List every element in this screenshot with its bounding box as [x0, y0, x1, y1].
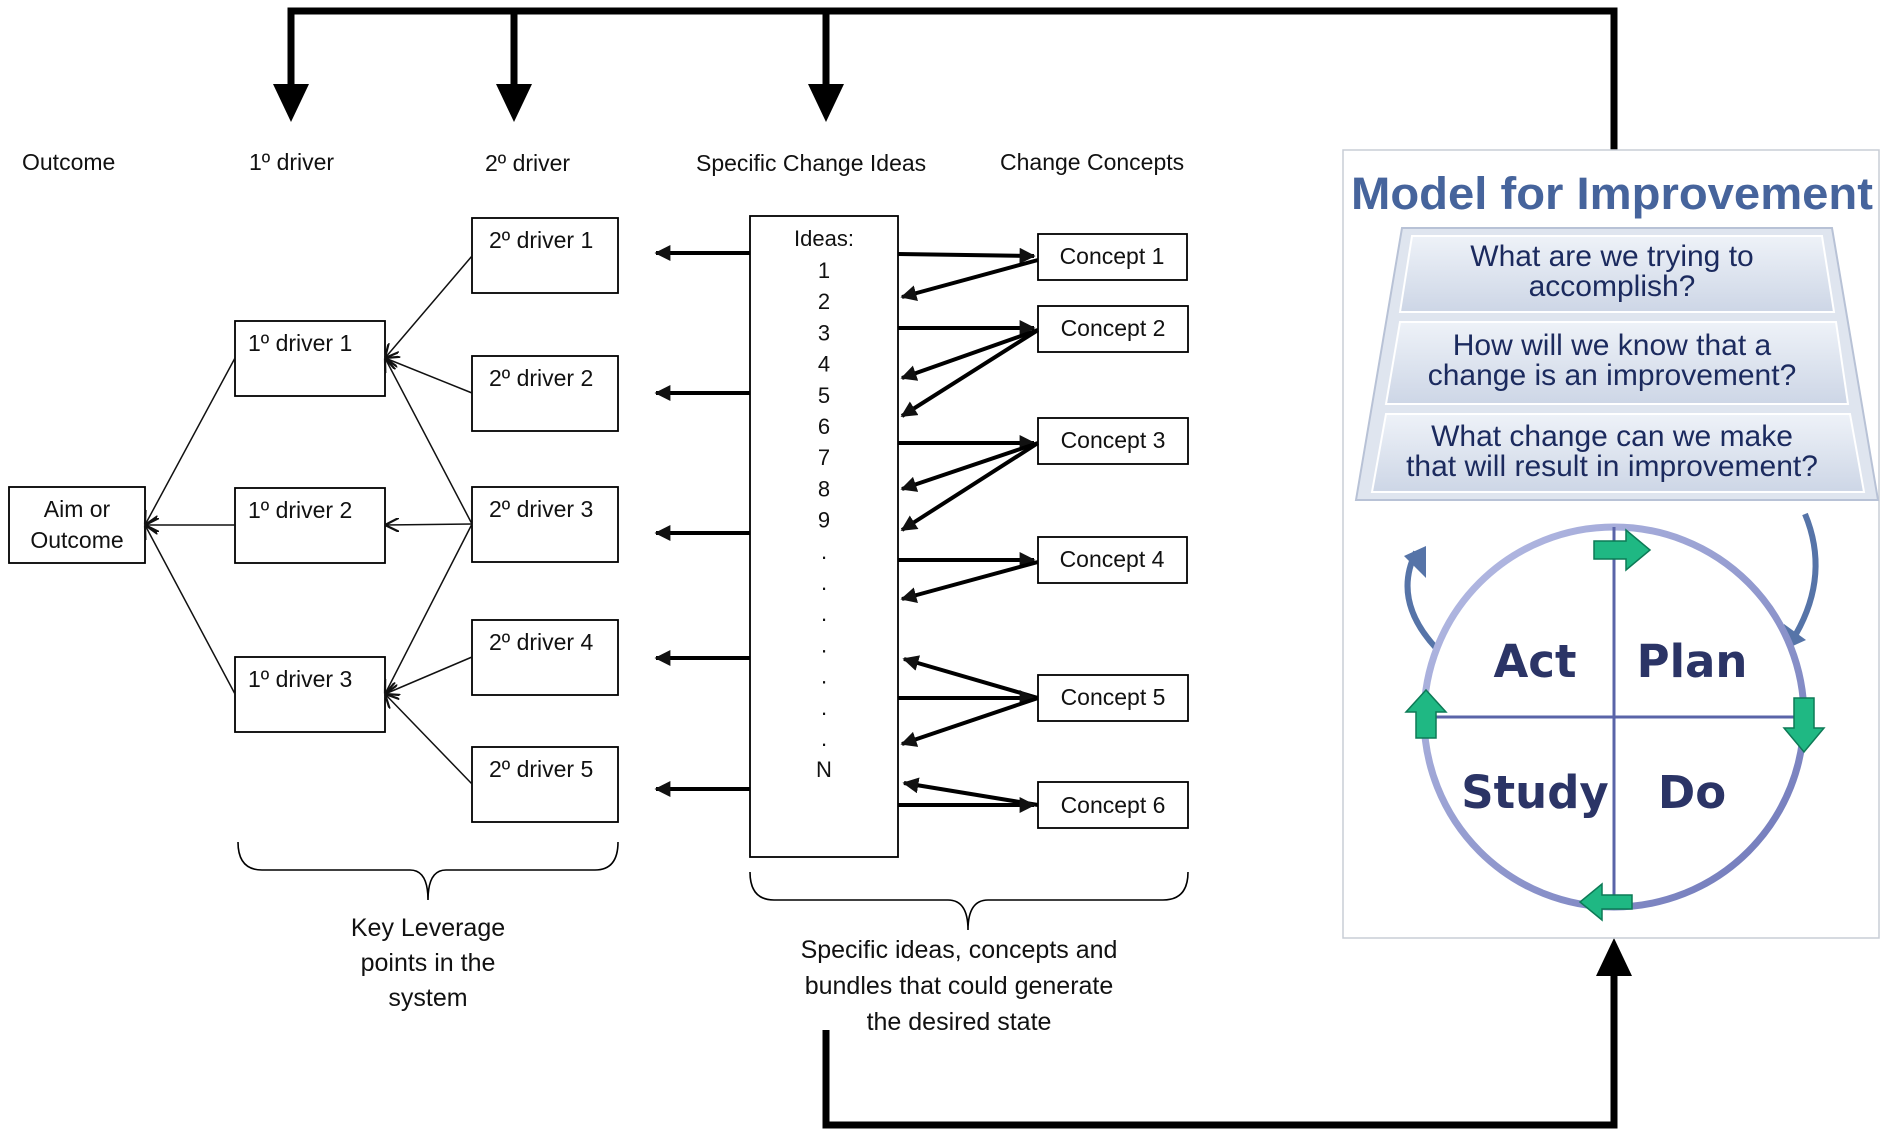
bundles-note-line-3: the desired state [867, 1008, 1052, 1036]
secondary-drivers: 2º driver 1 2º driver 2 2º driver 3 2º d… [471, 217, 619, 823]
ideas-to-drivers-arrows [654, 245, 750, 797]
cycle-arrow-right-icon [1782, 697, 1826, 754]
aim-label-line-1: Aim or [44, 496, 111, 522]
aim-box: Aim or Outcome [8, 486, 146, 564]
cycle-arrow-bottom-icon [1578, 882, 1633, 922]
idea-item: . [821, 570, 827, 595]
idea-item: 2 [818, 289, 830, 314]
secondary-driver-box: 2º driver 1 [471, 217, 619, 294]
concept-box: Concept 3 [1037, 417, 1189, 465]
primary-driver-label: 1º driver 2 [248, 497, 352, 523]
leverage-note-line-3: system [388, 984, 467, 1012]
primary-driver-box: 1º driver 3 [234, 656, 386, 733]
idea-item: 1 [818, 258, 830, 283]
idea-item: . [821, 539, 827, 564]
pdsa-study: Study [1461, 766, 1609, 819]
ideas-box: Ideas: 1 2 3 4 5 6 7 8 9....... N [749, 215, 899, 858]
secondary-driver-label: 2º driver 2 [489, 365, 593, 391]
cycle-arrow-top-icon [1593, 528, 1652, 572]
curved-arrow-right-icon [1793, 512, 1819, 636]
concept-label: Concept 3 [1061, 427, 1166, 453]
primary-driver-box: 1º driver 1 [234, 320, 386, 397]
leverage-brace [237, 841, 619, 901]
concept-box: Concept 2 [1037, 305, 1189, 353]
pdsa-act: Act [1493, 635, 1576, 688]
idea-item: . [821, 726, 827, 751]
driver-connectors [145, 255, 473, 785]
idea-item: 7 [818, 445, 830, 470]
leverage-note-line-1: Key Leverage [351, 914, 505, 942]
question-1-line-1: What are we trying to [1470, 240, 1753, 273]
idea-item: N [816, 757, 832, 782]
idea-item: . [821, 664, 827, 689]
pdsa-plan: Plan [1637, 635, 1748, 688]
idea-item: 3 [818, 320, 830, 345]
secondary-driver-label: 2º driver 3 [489, 496, 593, 522]
model-title: Model for Improvement [1351, 168, 1873, 219]
idea-item: 4 [818, 352, 830, 377]
secondary-driver-label: 2º driver 5 [489, 756, 593, 782]
idea-item: . [821, 632, 827, 657]
idea-item: 8 [818, 476, 830, 501]
down-arrow-ideas [808, 84, 844, 122]
cycle-arrow-left-icon [1404, 688, 1448, 739]
header-primary-driver: 1º driver [249, 149, 334, 175]
concept-label: Concept 2 [1061, 315, 1166, 341]
bottom-feedback-loop [822, 938, 1632, 1129]
bundles-brace [749, 871, 1189, 931]
model-for-improvement-panel: Model for Improvement What are we trying… [1342, 149, 1880, 939]
header-change-concepts: Change Concepts [1000, 149, 1184, 175]
idea-item: . [821, 601, 827, 626]
pdsa-cycle: Act Plan Study Do [1404, 523, 1826, 922]
concept-box: Concept 4 [1037, 536, 1188, 584]
idea-item: 5 [818, 383, 830, 408]
ideas-list: 1 2 3 4 5 6 7 8 9....... N [816, 258, 832, 782]
concepts: Concept 1 Concept 2 Concept 3 Concept 4 … [1037, 233, 1189, 829]
down-arrow-secondary [496, 84, 532, 122]
header-specific-change-ideas: Specific Change Ideas [696, 150, 926, 176]
secondary-driver-box: 2º driver 5 [471, 746, 619, 823]
concept-label: Concept 4 [1060, 546, 1165, 572]
secondary-driver-box: 2º driver 2 [471, 355, 619, 432]
leverage-note-line-2: points in the [361, 949, 496, 977]
concept-box: Concept 1 [1037, 233, 1188, 281]
concept-box: Concept 5 [1037, 674, 1189, 722]
header-secondary-driver: 2º driver [485, 150, 570, 176]
question-3-line-2: that will result in improvement? [1406, 450, 1818, 483]
primary-driver-box: 1º driver 2 [234, 487, 386, 564]
question-1-line-2: accomplish? [1529, 270, 1696, 303]
primary-driver-label: 1º driver 3 [248, 666, 352, 692]
pdsa-do: Do [1658, 766, 1726, 819]
question-2-line-1: How will we know that a [1453, 329, 1772, 362]
ideas-concepts-arrows [897, 247, 1040, 813]
up-arrow-model [1596, 938, 1632, 976]
concept-box: Concept 6 [1037, 781, 1189, 829]
secondary-driver-box: 2º driver 3 [471, 486, 619, 563]
concept-label: Concept 1 [1060, 243, 1165, 269]
question-2-line-2: change is an improvement? [1428, 359, 1797, 392]
concept-label: Concept 5 [1061, 684, 1166, 710]
concept-label: Concept 6 [1061, 792, 1166, 818]
idea-item: . [821, 695, 827, 720]
top-feedback-loop [273, 7, 1618, 150]
idea-item: 9 [818, 508, 830, 533]
header-outcome: Outcome [22, 149, 115, 175]
aim-label-line-2: Outcome [30, 527, 123, 553]
bundles-note-line-2: bundles that could generate [805, 972, 1114, 1000]
idea-item: 6 [818, 414, 830, 439]
down-arrow-primary [273, 84, 309, 122]
secondary-driver-box: 2º driver 4 [471, 619, 619, 696]
primary-drivers: 1º driver 1 1º driver 2 1º driver 3 [234, 320, 386, 733]
question-3-line-1: What change can we make [1431, 420, 1793, 453]
ideas-label: Ideas: [794, 226, 854, 251]
secondary-driver-label: 2º driver 1 [489, 227, 593, 253]
primary-driver-label: 1º driver 1 [248, 330, 352, 356]
bundles-note-line-1: Specific ideas, concepts and [801, 936, 1118, 964]
secondary-driver-label: 2º driver 4 [489, 629, 593, 655]
